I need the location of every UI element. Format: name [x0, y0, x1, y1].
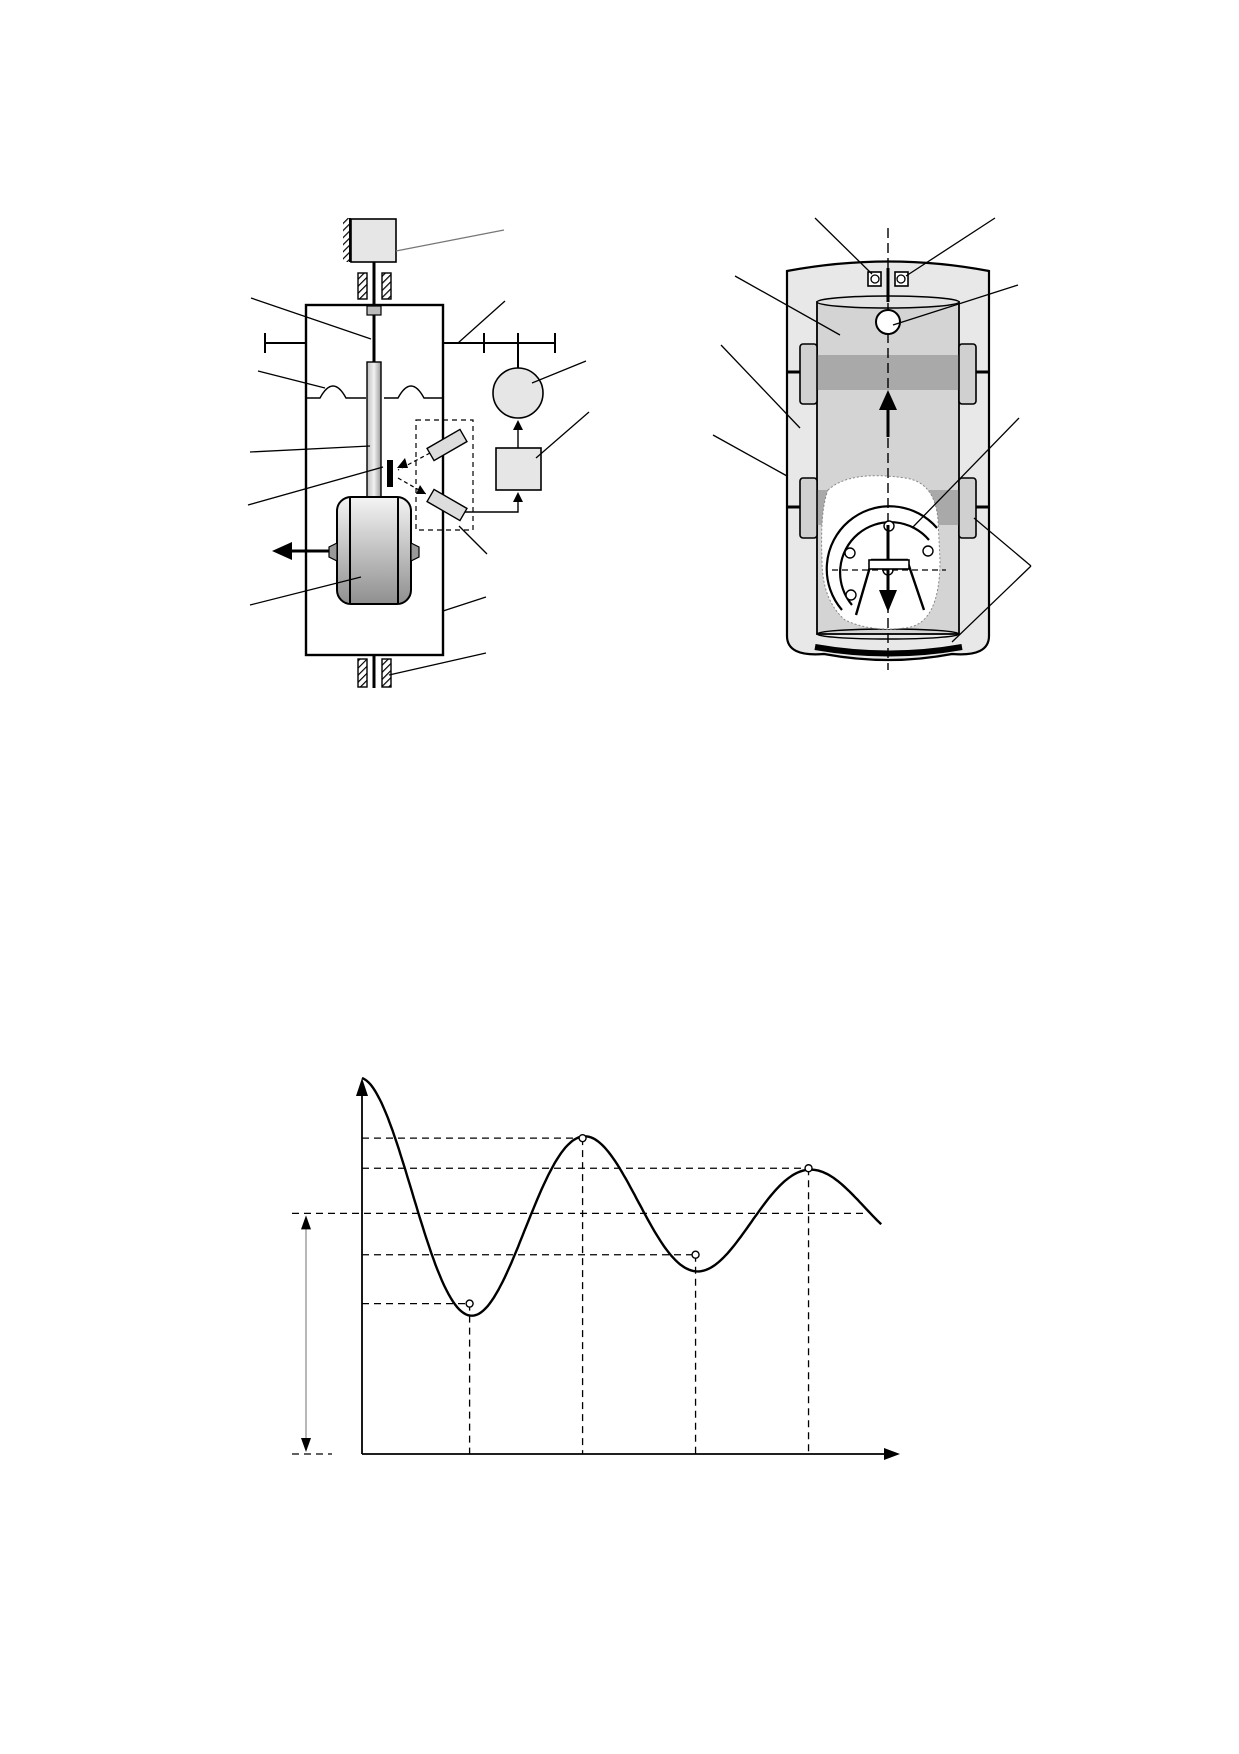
chart-plot-area	[292, 1076, 900, 1460]
x-axis-arrow	[884, 1448, 900, 1460]
extremum-point-min	[465, 1299, 474, 1308]
processing-block	[495, 447, 542, 491]
rod	[366, 361, 382, 498]
left-t-bar	[264, 333, 306, 353]
upper-bearing	[357, 272, 392, 300]
receiver	[426, 488, 468, 522]
damped-oscillation-curve	[361, 1076, 883, 1317]
indicator-circle	[492, 367, 544, 419]
right-schematic	[712, 217, 1032, 670]
left-leader-lines	[247, 297, 590, 676]
top-block	[350, 218, 397, 263]
leader-line	[395, 229, 505, 252]
vessel-base	[814, 644, 963, 657]
motor-body	[336, 496, 412, 605]
extremum-point-max	[804, 1164, 813, 1173]
extremum-point-min	[691, 1250, 700, 1259]
level-dimension-arrow-bottom	[301, 1438, 311, 1452]
optical-sensor-box	[415, 419, 474, 531]
level-dimension-arrow-top	[301, 1215, 311, 1230]
coupling	[366, 305, 382, 316]
port-circle	[875, 309, 901, 335]
emitter	[426, 428, 468, 462]
right-leader-lines	[712, 217, 1032, 643]
reflector	[387, 460, 393, 487]
oscillation-graph	[292, 1076, 900, 1460]
extremum-point-max	[578, 1133, 587, 1143]
y-axis-arrow	[356, 1078, 368, 1096]
ceiling-mount	[343, 218, 351, 262]
membrane	[306, 385, 443, 399]
lower-bearing	[357, 655, 392, 688]
rotor-ring	[825, 505, 946, 616]
left-schematic	[247, 218, 590, 688]
side-pads	[799, 343, 977, 539]
